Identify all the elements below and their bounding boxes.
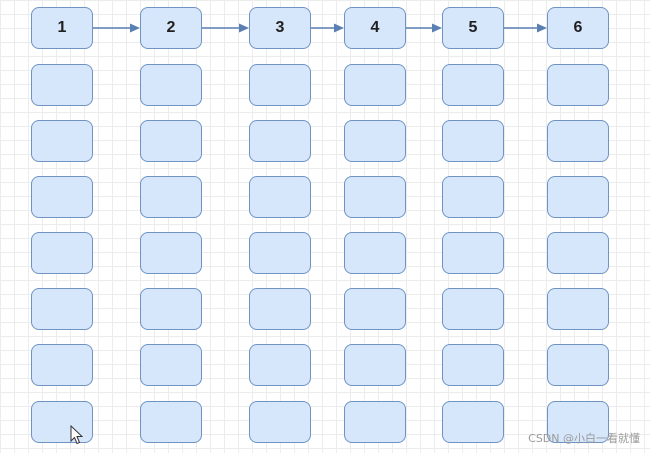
empty-node[interactable] — [547, 232, 609, 274]
empty-node[interactable] — [31, 120, 93, 162]
arrow-3-to-4 — [311, 23, 344, 33]
empty-node[interactable] — [249, 288, 311, 330]
empty-node[interactable] — [140, 64, 202, 106]
empty-node[interactable] — [442, 120, 504, 162]
empty-node[interactable] — [344, 401, 406, 443]
empty-node[interactable] — [344, 344, 406, 386]
empty-node[interactable] — [547, 344, 609, 386]
empty-node[interactable] — [140, 232, 202, 274]
empty-node[interactable] — [140, 401, 202, 443]
empty-node[interactable] — [547, 176, 609, 218]
empty-node[interactable] — [140, 344, 202, 386]
empty-node[interactable] — [344, 232, 406, 274]
empty-node[interactable] — [31, 344, 93, 386]
watermark: CSDN @小白一看就懂 — [528, 432, 640, 445]
empty-node[interactable] — [140, 176, 202, 218]
empty-node[interactable] — [31, 401, 93, 443]
empty-node[interactable] — [249, 176, 311, 218]
arrow-1-to-2 — [93, 23, 140, 33]
empty-node[interactable] — [442, 344, 504, 386]
arrow-2-to-3 — [202, 23, 249, 33]
empty-node[interactable] — [249, 344, 311, 386]
empty-node[interactable] — [547, 120, 609, 162]
node-2[interactable]: 2 — [140, 7, 202, 49]
empty-node[interactable] — [442, 288, 504, 330]
empty-node[interactable] — [249, 64, 311, 106]
empty-node[interactable] — [344, 288, 406, 330]
empty-node[interactable] — [31, 288, 93, 330]
node-4[interactable]: 4 — [344, 7, 406, 49]
node-5[interactable]: 5 — [442, 7, 504, 49]
node-1[interactable]: 1 — [31, 7, 93, 49]
empty-node[interactable] — [249, 401, 311, 443]
mouse-pointer-icon — [70, 425, 84, 445]
arrow-4-to-5 — [406, 23, 442, 33]
node-6[interactable]: 6 — [547, 7, 609, 49]
empty-node[interactable] — [442, 64, 504, 106]
empty-node[interactable] — [547, 64, 609, 106]
node-3[interactable]: 3 — [249, 7, 311, 49]
empty-node[interactable] — [442, 176, 504, 218]
empty-node[interactable] — [31, 232, 93, 274]
empty-node[interactable] — [140, 288, 202, 330]
empty-node[interactable] — [442, 401, 504, 443]
empty-node[interactable] — [344, 120, 406, 162]
empty-node[interactable] — [31, 176, 93, 218]
empty-node[interactable] — [344, 64, 406, 106]
empty-node[interactable] — [547, 288, 609, 330]
empty-node[interactable] — [249, 232, 311, 274]
empty-node[interactable] — [442, 232, 504, 274]
arrow-5-to-6 — [504, 23, 547, 33]
empty-node[interactable] — [249, 120, 311, 162]
empty-node[interactable] — [140, 120, 202, 162]
empty-node[interactable] — [547, 401, 609, 443]
empty-node[interactable] — [344, 176, 406, 218]
empty-node[interactable] — [31, 64, 93, 106]
